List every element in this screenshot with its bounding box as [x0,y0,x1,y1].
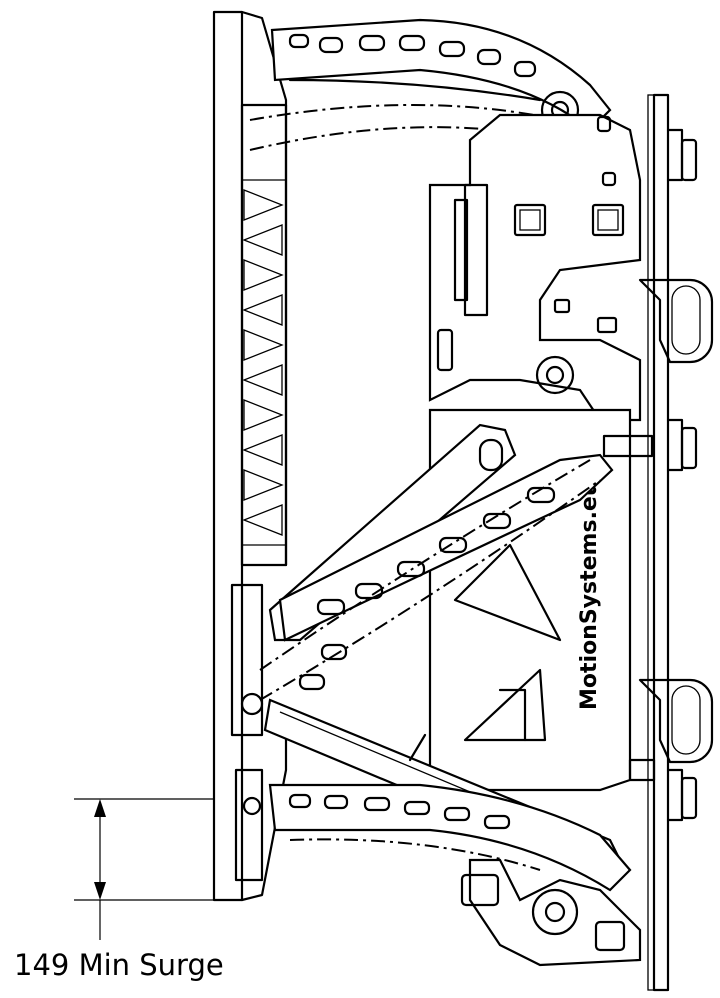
caster-wheel-upper [638,278,714,364]
upper-chassis [428,113,642,422]
diagonal-arms [259,423,614,701]
upper-arm-slots [288,33,537,78]
upper-arm [249,18,612,151]
dimension-arrow-up [94,799,106,817]
brand-logo-text: MotionSystems.eu [577,480,602,710]
lower-arm [268,783,632,892]
dimension-arrow-down [94,882,106,900]
bottom-motor [460,858,642,967]
dimension-149-min-surge [74,798,214,940]
left-base-frame [212,10,288,902]
truss-pattern [242,189,284,536]
caster-wheel-lower [638,678,714,764]
right-plate [638,93,714,992]
dimension-label: 149 Min Surge [14,948,224,982]
